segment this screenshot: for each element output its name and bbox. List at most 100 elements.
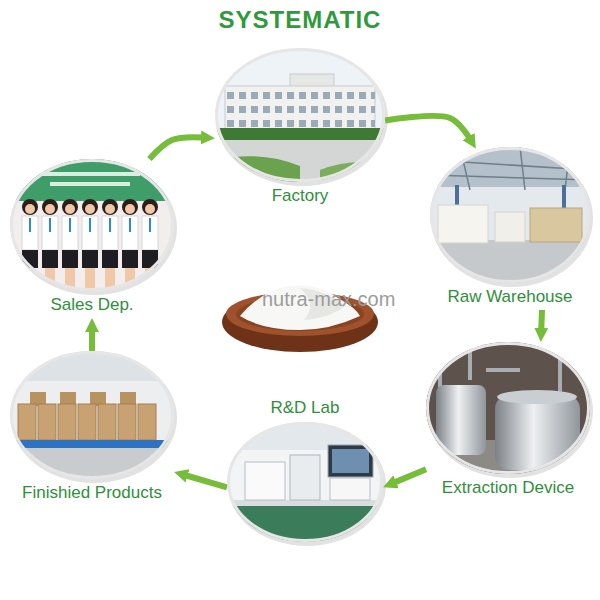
products-photo: [10, 351, 174, 479]
sales-team-photo: [65, 204, 75, 214]
stage-caption: Finishied Products: [10, 479, 174, 506]
products-photo: [30, 392, 136, 406]
sales-team-photo: [102, 250, 118, 268]
cycle-arrow: [394, 469, 426, 482]
warehouse-photo: [438, 205, 488, 243]
sales-team-photo: [29, 218, 31, 232]
cycle-arrow: [385, 116, 470, 138]
sales-team-photo: [149, 218, 151, 232]
photo-shadows: [431, 149, 593, 287]
products-photo: [118, 404, 136, 440]
sales-team-photo: [122, 250, 138, 268]
sales-team-photo: [69, 218, 71, 232]
sales-team-photo: [125, 204, 135, 214]
factory-photo: [215, 48, 385, 182]
circle-outline: [10, 159, 174, 291]
stage-circle: Extraction Device: [426, 342, 590, 501]
photo-shadows: [216, 50, 388, 186]
photo-shadows: [11, 353, 177, 483]
cycle-arrow: [186, 475, 227, 487]
stage-circle: Finishied Products: [10, 351, 174, 506]
products-photo: [98, 404, 116, 440]
extraction-photo: [426, 342, 590, 474]
products-photo: [18, 404, 156, 440]
products-photo: [30, 392, 46, 406]
circle-outline: [10, 351, 174, 479]
stage-caption: Raw Warehouse: [430, 283, 590, 310]
sales-team-photo: [82, 250, 98, 268]
sales-team-photo: [45, 204, 55, 214]
factory-photo: [215, 128, 385, 140]
lab-photo: [330, 478, 370, 500]
circle-outline: [428, 344, 589, 473]
sales-team-photo: [42, 199, 58, 215]
circle-outline: [12, 353, 173, 478]
sales-team-photo: [10, 159, 174, 291]
sales-team-photo: [10, 159, 174, 291]
factory-photo: [215, 156, 300, 182]
sales-team-photo: [109, 218, 111, 232]
sales-team-photo: [25, 268, 35, 291]
stage-circle: Factory: [215, 48, 385, 209]
sales-team-photo: [105, 204, 115, 214]
sales-team-photo: [145, 204, 155, 214]
products-photo: [10, 440, 174, 448]
products-photo: [38, 404, 56, 440]
cycle-arrow: [89, 330, 95, 351]
diagram-title: SYSTEMATIC: [0, 6, 600, 34]
warehouse-photo: [455, 185, 459, 243]
sales-team-photo: [62, 216, 78, 250]
cycle-arrow: [149, 137, 203, 159]
extraction-photo: [436, 385, 486, 455]
lab-photo: [227, 422, 383, 542]
stage-circle: Raw Warehouse: [430, 147, 590, 310]
lab-photo: [332, 449, 369, 473]
stage-caption: Sales Dep.: [10, 291, 174, 318]
lab-photo: [328, 445, 373, 477]
warehouse-photo: [530, 208, 582, 242]
stage-caption: Factory: [215, 182, 385, 209]
products-photo: [18, 404, 36, 440]
sales-team-photo: [82, 199, 98, 215]
warehouse-photo: [562, 185, 566, 243]
circle-outline: [217, 50, 384, 181]
circle-outline: [227, 422, 383, 542]
lab-photo: [245, 462, 285, 500]
photo-shadows: [228, 424, 386, 546]
products-photo: [10, 448, 174, 479]
sales-team-photo: [22, 216, 38, 250]
circle-outline: [229, 424, 382, 541]
stage-caption: Extraction Device: [426, 474, 590, 501]
sales-team-photo: [25, 204, 155, 214]
watermark: nutra-max.com: [262, 287, 395, 311]
sales-team-photo: [102, 199, 118, 215]
products-photo: [10, 351, 174, 381]
sales-team-photo: [142, 199, 158, 215]
sales-team-photo: [25, 204, 35, 214]
sales-team-photo: [85, 204, 95, 214]
sales-team-photo: [89, 218, 91, 232]
circle-outline: [432, 149, 589, 282]
stage-circle: Sales Dep.: [10, 159, 174, 318]
sales-team-photo: [122, 216, 138, 250]
sales-team-photo: [49, 218, 51, 232]
products-photo: [60, 392, 76, 406]
factory-photo: [225, 86, 375, 130]
warehouse-photo: [430, 147, 590, 283]
factory-photo: [290, 74, 334, 88]
products-photo: [90, 392, 106, 406]
photo-shadows: [11, 161, 177, 295]
lab-photo: [227, 500, 383, 506]
sales-team-photo: [40, 172, 140, 176]
circle-outline: [426, 342, 590, 474]
sales-team-photo: [85, 268, 95, 291]
warehouse-photo: [495, 212, 525, 242]
photo-shadows: [427, 344, 593, 478]
warehouse-photo: [430, 147, 590, 283]
circle-outline: [215, 48, 385, 182]
stage-caption: R&D Lab: [227, 398, 383, 422]
lab-photo: [227, 422, 383, 542]
sales-team-photo: [22, 199, 158, 215]
sales-team-photo: [22, 216, 158, 250]
